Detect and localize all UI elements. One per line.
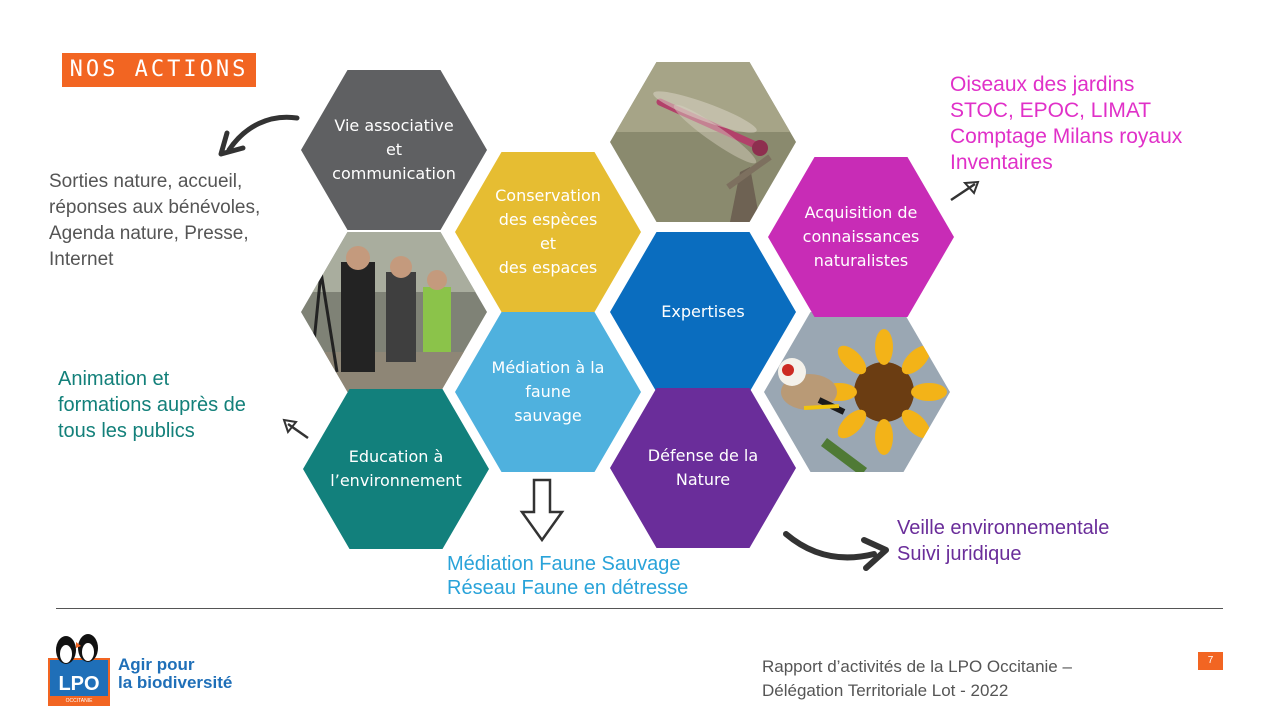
logo-text: LPO [58, 673, 99, 695]
hexagon-label: Médiation à la faune sauvage [491, 358, 605, 425]
goldfinch-sunflower-photo [764, 312, 950, 472]
birdwatchers-photo [301, 232, 487, 392]
hexagon-defense: Défense de la Nature [610, 388, 796, 548]
page-number: 7 [1198, 652, 1223, 670]
note-defense: Veille environnementale Suivi juridique [897, 517, 1110, 565]
hexagon-conservation: Conservation des espèces et des espaces [455, 152, 641, 312]
note-acquisition: Oiseaux des jardins STOC, EPOC, LIMAT Co… [950, 73, 1183, 174]
footer-divider [56, 608, 1223, 609]
diagonal-arrow-icon [282, 418, 309, 440]
note-mediation: Médiation Faune Sauvage Réseau Faune en … [447, 553, 689, 599]
hexagon-vie-associative: Vie associative et communication [301, 70, 487, 230]
diagonal-arrow-icon [950, 180, 980, 202]
curved-arrow-icon [783, 531, 889, 571]
hexagon-label: Conservation des espèces et des espaces [495, 186, 601, 277]
brand-tagline: Agir pour la biodiversité [118, 655, 233, 692]
hexagon-label: Vie associative et communication [332, 116, 456, 183]
hexagon-label: Education à l’environnement [330, 447, 462, 490]
hexagon-expertises: Expertises [610, 232, 796, 392]
down-arrow-icon [519, 478, 565, 543]
hexagon-mediation: Médiation à la faune sauvage [455, 312, 641, 472]
slide-title: NOS ACTIONS [62, 53, 256, 87]
note-vie-associative: Sorties nature, accueil, réponses aux bé… [49, 171, 261, 270]
lpo-logo: LPO OCCITANIE [48, 630, 110, 706]
hexagon-label: Acquisition de connaissances naturaliste… [802, 203, 920, 270]
hexagon-acquisition: Acquisition de connaissances naturaliste… [768, 157, 954, 317]
curved-arrow-icon [218, 114, 300, 157]
hexagon-label: Expertises [661, 302, 745, 321]
dragonfly-photo [610, 62, 796, 222]
logo-subtext: OCCITANIE [66, 698, 94, 704]
hexagon-education: Education à l’environnement [303, 389, 489, 549]
footer-report-title: Rapport d’activités de la LPO Occitanie … [762, 657, 1072, 700]
note-education: Animation et formations auprès de tous l… [58, 368, 246, 442]
hexagon-label: Défense de la Nature [647, 446, 759, 489]
